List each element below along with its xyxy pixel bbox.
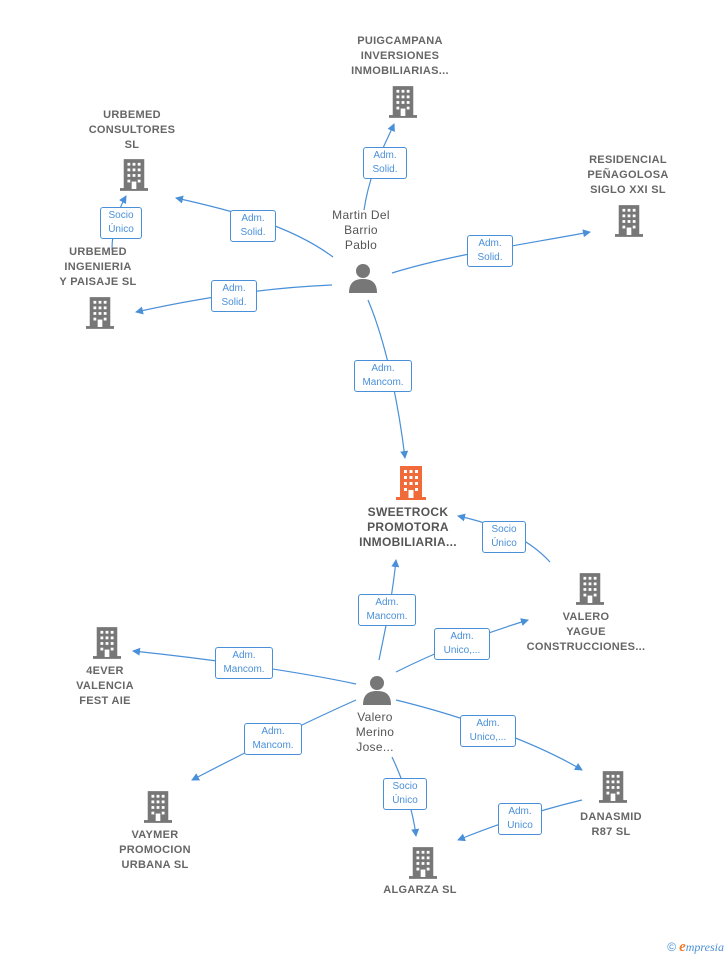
person-icon — [349, 264, 377, 293]
building-icon — [576, 573, 604, 605]
node-valero-merino[interactable]: Valero Merino Jose... — [355, 710, 395, 754]
node-algarza[interactable]: ALGARZA SL — [383, 884, 457, 896]
building-icon — [93, 627, 121, 659]
building-icon — [120, 159, 148, 191]
brand-name: mpresia — [685, 940, 724, 954]
node-martin-del-barrio[interactable]: Martin Del Barrio Pablo — [332, 208, 390, 252]
edge-badge-e1[interactable]: Adm.Solid. — [363, 147, 407, 179]
building-icon — [86, 297, 114, 329]
building-icon — [389, 86, 417, 118]
node-sweetrock-center[interactable]: SWEETROCK PROMOTORA INMOBILIARIA... — [359, 505, 457, 549]
empresia-logo[interactable]: ©empresia — [667, 939, 724, 956]
building-icon — [144, 791, 172, 823]
node-urbemed-ingenieria[interactable]: URBEMED INGENIERIA Y PAISAJE SL — [59, 246, 137, 288]
edge-badge-e14[interactable]: Adm.Unico — [498, 803, 542, 835]
brand-initial: e — [679, 939, 686, 955]
node-puigcampana[interactable]: PUIGCAMPANA INVERSIONES INMOBILIARIAS... — [351, 35, 449, 77]
person-icon — [363, 676, 391, 705]
edge-badge-e6[interactable]: Adm.Mancom. — [354, 360, 412, 392]
edge-badge-e10[interactable]: Adm.Mancom. — [215, 647, 273, 679]
building-icon — [396, 466, 426, 500]
node-valero-yague[interactable]: VALERO YAGUE CONSTRUCCIONES... — [526, 611, 646, 653]
edge-badge-e8[interactable]: Adm.Mancom. — [358, 594, 416, 626]
node-urbemed-consultores[interactable]: URBEMED CONSULTORES SL — [88, 109, 176, 151]
node-danasmid[interactable]: DANASMID R87 SL — [580, 811, 642, 838]
node-residencial-penagolosa[interactable]: RESIDENCIAL PEÑAGOLOSA SIGLO XXI SL — [587, 154, 669, 196]
edge-badge-e11[interactable]: Adm.Mancom. — [244, 723, 302, 755]
building-icon — [409, 847, 437, 879]
edge-badge-e12[interactable]: Adm.Unico,... — [460, 715, 516, 747]
edge-badge-e4[interactable]: Adm.Solid. — [467, 235, 513, 267]
node-vaymer[interactable]: VAYMER PROMOCION URBANA SL — [119, 829, 191, 871]
building-icon — [615, 205, 643, 237]
edge-badge-e3[interactable]: Adm.Solid. — [211, 280, 257, 312]
building-icon — [599, 771, 627, 803]
node-4ever-valencia[interactable]: 4EVER VALENCIA FEST AIE — [76, 665, 134, 707]
edge-badge-e9[interactable]: Adm.Unico,... — [434, 628, 490, 660]
edge-badge-e2[interactable]: Adm.Solid. — [230, 210, 276, 242]
copyright-icon: © — [667, 940, 677, 954]
